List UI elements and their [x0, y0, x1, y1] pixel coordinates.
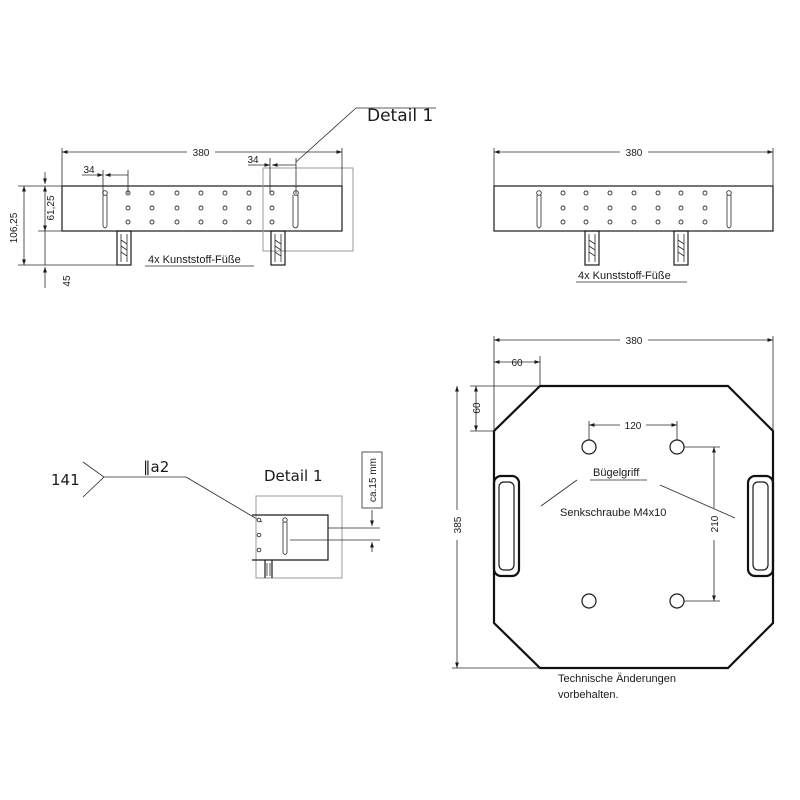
drill-hole: [149, 205, 155, 211]
drill-hole: [560, 219, 566, 225]
detail-region-box: [262, 167, 354, 252]
side-slot-left: [536, 195, 542, 229]
handle-label: Bügelgriff: [593, 467, 640, 479]
dim-front-feet: 45: [62, 275, 73, 287]
dim-top-depth: 385: [453, 516, 464, 533]
drill-hole: [702, 205, 708, 211]
drill-hole: [174, 219, 180, 225]
drill-hole: [678, 205, 684, 211]
front-view: 380 34 34 Detail 1 106,25 61,25 45 4x Ku…: [9, 106, 436, 288]
front-hole-grid: [102, 190, 299, 225]
screw-label: Senkschraube M4x10: [560, 507, 666, 519]
drill-hole: [174, 205, 180, 211]
side-slot-right: [726, 195, 732, 229]
drill-hole: [655, 219, 661, 225]
feet-label-right: 4x Kunststoff-Füße: [578, 270, 671, 282]
detail-part: [252, 514, 329, 561]
screw-hole-top-left: [581, 439, 597, 455]
side-foot-right: [673, 230, 689, 266]
drill-hole: [198, 205, 204, 211]
detail-label-top: Detail 1: [367, 106, 433, 126]
handle-right: [746, 474, 775, 578]
drill-hole: [198, 219, 204, 225]
drill-hole: [125, 205, 131, 211]
front-body: [61, 185, 343, 232]
drill-hole: [149, 219, 155, 225]
foot-right: [270, 230, 286, 266]
weld-number: 141: [51, 471, 80, 489]
drill-hole: [174, 190, 180, 196]
drill-hole: [125, 219, 131, 225]
note-line-1: Technische Änderungen: [558, 673, 676, 685]
note-line-2: vorbehalten.: [558, 689, 619, 701]
handle-left: [492, 474, 521, 578]
drill-hole: [246, 219, 252, 225]
feet-label-left: 4x Kunststoff-Füße: [148, 254, 241, 266]
drill-hole: [631, 219, 637, 225]
drill-hole: [149, 190, 155, 196]
drill-hole: [583, 219, 589, 225]
detail-view: Detail 1 141 ∥a2 ca.15 mm: [51, 451, 383, 579]
side-body: [493, 185, 774, 232]
detail-title: Detail 1: [264, 467, 323, 485]
drill-hole: [246, 205, 252, 211]
drill-hole: [222, 205, 228, 211]
drill-hole: [560, 205, 566, 211]
screw-hole-bottom-left: [581, 593, 597, 609]
dim-front-width: 380: [193, 148, 210, 159]
drill-hole: [702, 219, 708, 225]
dim-front-34-left: 34: [83, 165, 95, 176]
drill-hole: [269, 190, 275, 196]
ca15-label-box: [361, 451, 383, 509]
drill-hole: [583, 190, 589, 196]
ca15-label: ca.15 mm: [368, 458, 379, 502]
slot-left: [102, 195, 108, 229]
weld-tail: [82, 461, 105, 498]
weld-symbol: ∥a2: [143, 458, 169, 476]
drill-hole: [702, 190, 708, 196]
dim-top-width: 380: [626, 336, 643, 347]
drill-hole: [655, 190, 661, 196]
side-foot-left: [584, 230, 600, 266]
slot-hole: [726, 190, 732, 196]
dim-top-hole-x: 120: [625, 421, 642, 432]
drill-hole: [631, 205, 637, 211]
detail-outer-box: [255, 495, 343, 579]
drill-hole: [678, 219, 684, 225]
drill-hole: [246, 190, 252, 196]
screw-hole-top-right: [669, 439, 685, 455]
side-view: 380 4x Kunststoff-Füße: [493, 148, 774, 283]
drill-hole: [631, 190, 637, 196]
top-view: 380 60 60 385 120 210 Bügelgriff Senksch…: [452, 336, 775, 701]
weld-arrow-leader: [185, 476, 263, 523]
dim-side-width: 380: [626, 148, 643, 159]
drill-hole: [269, 205, 275, 211]
drill-hole: [607, 205, 613, 211]
dim-front-34-right: 34: [247, 155, 259, 166]
side-hole-grid: [536, 190, 732, 225]
drill-hole: [222, 219, 228, 225]
drill-hole: [655, 205, 661, 211]
drill-hole: [678, 190, 684, 196]
drill-hole: [583, 205, 589, 211]
drill-hole: [607, 190, 613, 196]
dim-top-chamfer-y: 60: [472, 402, 483, 414]
dim-top-chamfer-x: 60: [511, 358, 523, 369]
drill-hole: [607, 219, 613, 225]
drill-hole: [198, 190, 204, 196]
detail-leader: [295, 107, 436, 163]
dim-front-height-total: 106,25: [9, 212, 20, 243]
screw-hole-bottom-right: [669, 593, 685, 609]
slot-hole: [536, 190, 542, 196]
dim-top-hole-y: 210: [710, 515, 721, 532]
dim-front-height-body: 61,25: [46, 195, 57, 220]
drill-hole: [269, 219, 275, 225]
foot-left: [116, 230, 132, 266]
drill-hole: [222, 190, 228, 196]
slot-right: [292, 195, 299, 229]
drill-hole: [560, 190, 566, 196]
